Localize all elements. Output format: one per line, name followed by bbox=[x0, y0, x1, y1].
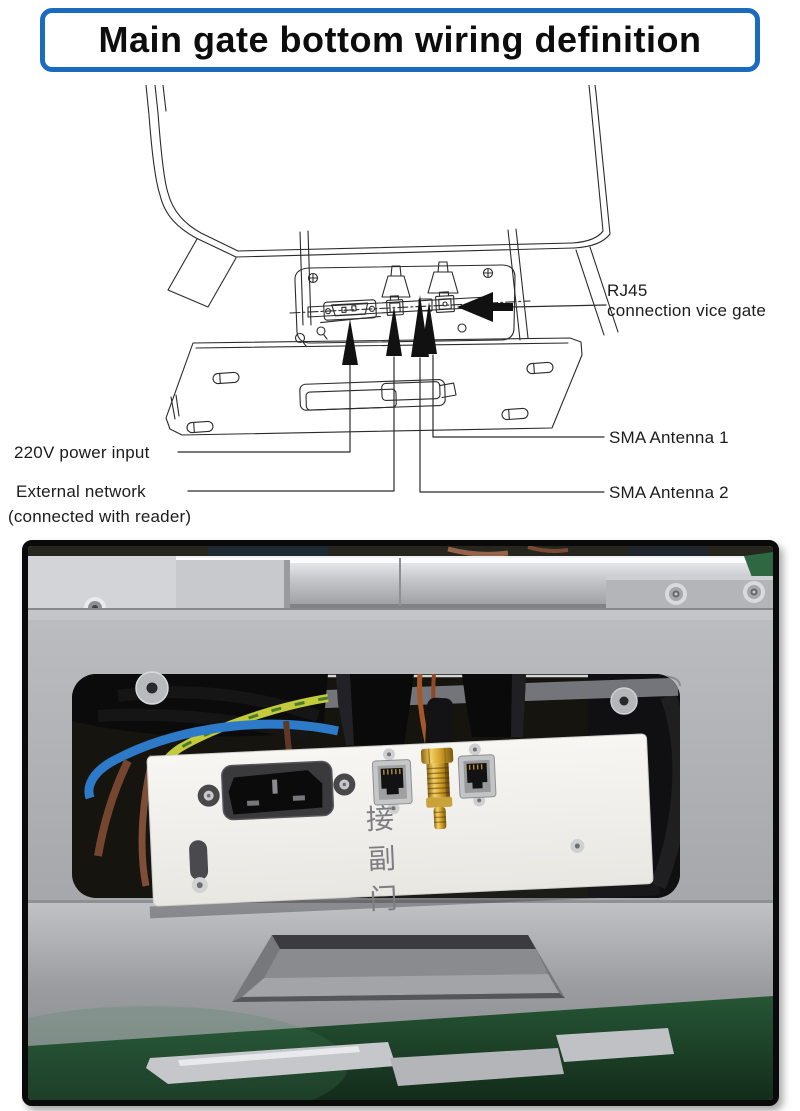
label-rj45: RJ45 connection vice gate bbox=[607, 281, 766, 320]
brown-wire-1 bbox=[94, 759, 132, 857]
gate-body-outline bbox=[145, 85, 619, 336]
power-inlet-drawing bbox=[320, 299, 381, 324]
bracket-mid bbox=[390, 1048, 564, 1086]
panel-label-chinese: 接副门 bbox=[361, 803, 400, 925]
label-power-input: 220V power input bbox=[14, 443, 150, 462]
page-title: Main gate bottom wiring definition bbox=[98, 19, 702, 60]
rj45-vice-gate-port-drawing bbox=[435, 291, 455, 313]
arrow-power bbox=[342, 319, 358, 365]
arrow-external-network bbox=[386, 306, 402, 356]
wiring-diagram: RJ45 connection vice gate 220V power inp… bbox=[0, 85, 800, 540]
plate-center-detail bbox=[299, 379, 457, 411]
leader-lines bbox=[177, 304, 607, 493]
gate-bottom-line-drawing bbox=[145, 85, 619, 493]
bottom-metal bbox=[28, 900, 773, 1046]
panel-slot bbox=[189, 840, 209, 881]
base-plate bbox=[165, 337, 583, 436]
photo-art bbox=[28, 546, 773, 1100]
green-mat bbox=[28, 996, 773, 1100]
label-external-network-2: (connected with reader) bbox=[8, 507, 192, 526]
frame-ears bbox=[135, 671, 638, 715]
rj45-port-1 bbox=[371, 748, 413, 815]
black-plug-1 bbox=[336, 674, 414, 745]
rivet-2 bbox=[743, 581, 765, 603]
title-box: Main gate bottom wiring definition bbox=[40, 8, 760, 72]
label-sma-antenna-1: SMA Antenna 1 bbox=[609, 428, 729, 447]
rj45-port-2 bbox=[457, 743, 497, 807]
cable-shrouds bbox=[381, 261, 459, 298]
black-plug-2 bbox=[462, 674, 526, 737]
arrow-sma1 bbox=[421, 302, 437, 354]
pointer-arrows bbox=[342, 292, 513, 365]
power-socket bbox=[197, 760, 356, 821]
sma-connector bbox=[420, 747, 454, 830]
rivet-1 bbox=[665, 583, 687, 605]
arrow-rj45 bbox=[457, 292, 513, 322]
bracket-right bbox=[556, 1028, 674, 1062]
white-connector-panel bbox=[146, 733, 660, 919]
wiring-photo: 接副门 bbox=[22, 540, 779, 1106]
label-external-network: External network bbox=[16, 482, 146, 501]
notch bbox=[232, 935, 565, 1002]
label-sma-antenna-2: SMA Antenna 2 bbox=[609, 483, 729, 502]
